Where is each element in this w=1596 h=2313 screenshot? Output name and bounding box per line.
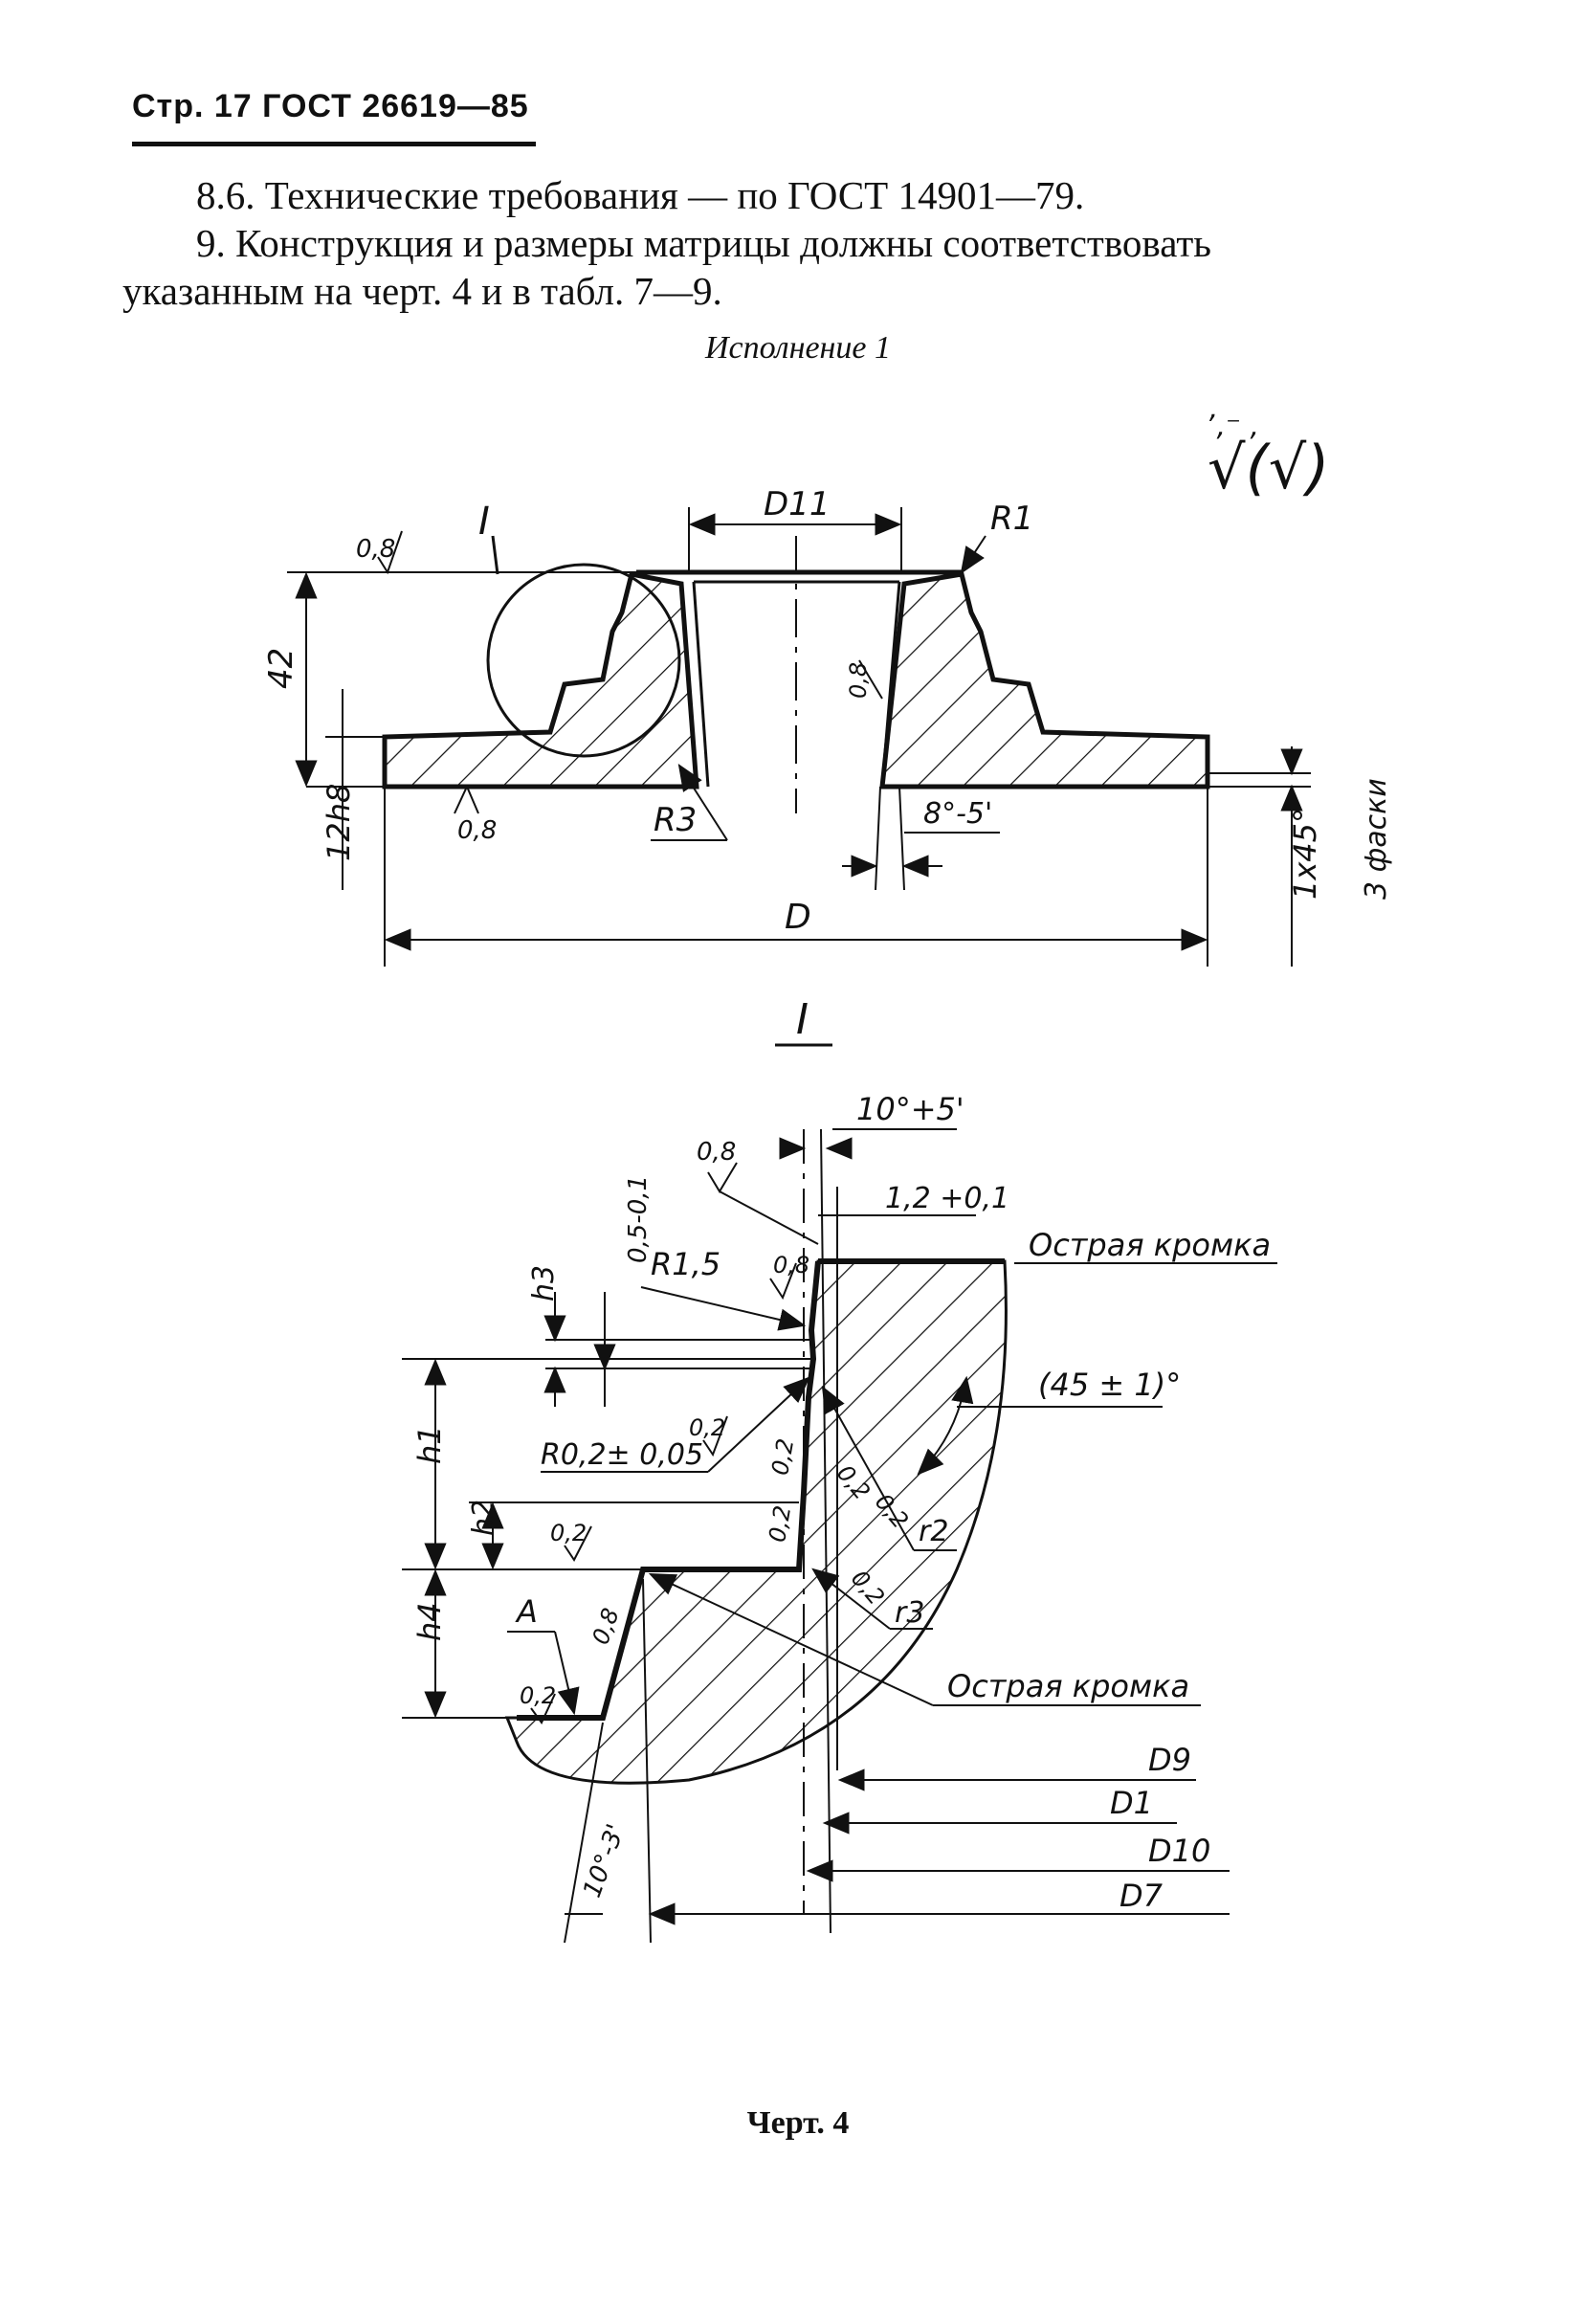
main-section-right (879, 571, 1210, 790)
dim-r3-detail: r3 (895, 1596, 924, 1630)
dim-r02: R0,2± 0,05 (541, 1438, 703, 1472)
dim-tolerance: 0,5-0,1 (624, 1175, 653, 1263)
dim-d9: D9 (1148, 1742, 1191, 1778)
svg-text:ʼ,⁻ ,: ʼ,⁻ , (1208, 410, 1259, 443)
dim-h3: h3 (527, 1265, 561, 1301)
ra-02e: 0,2 (764, 1503, 796, 1544)
dim-d7: D7 (1119, 1878, 1164, 1914)
surface-finish-symbol: √(√) (1208, 433, 1329, 502)
page-header: Стр. 17 ГОСТ 26619—85 (132, 88, 529, 124)
ra-02f: 0,2 (550, 1520, 587, 1546)
dim-r15: R1,5 (651, 1246, 720, 1282)
dim-width: 1,2 +0,1 (885, 1182, 1009, 1215)
main-view: I D11 R1 42 12h8 0,8 0,8 0,8 R3 (262, 485, 1393, 967)
surface-finish-mark: ʼ,⁻ , √(√) (1208, 410, 1329, 502)
figure-subcaption: Исполнение 1 (704, 330, 892, 366)
ra-edge: 0,8 (697, 1138, 736, 1167)
paragraph-9: 9. Конструкция и размеры матрицы должны … (196, 221, 1211, 265)
main-section-left (382, 571, 699, 790)
sharp-edge-top: Острая кромка (1029, 1227, 1271, 1263)
sharp-edge-bottom: Острая кромка (947, 1668, 1189, 1704)
dim-d11: D11 (764, 485, 830, 523)
detail-title: I (796, 995, 809, 1044)
dim-h4: h4 (411, 1602, 448, 1641)
dim-h2: h2 (467, 1500, 500, 1536)
dim-angle-bottom: 10°-3' (578, 1820, 631, 1902)
dim-r3: R3 (654, 801, 697, 839)
dim-angle-top: 10°+5' (856, 1091, 964, 1127)
detail-ref-label: I (478, 500, 490, 544)
dim-chamfer: 1x45° (1287, 808, 1323, 900)
dim-d: D (785, 898, 811, 937)
label-a: A (515, 1593, 538, 1630)
ra-bottom: 0,8 (457, 816, 497, 845)
figure-caption: Черт. 4 (746, 2105, 850, 2141)
dim-r1: R1 (990, 500, 1033, 538)
detail-view: I 10°+5' 0,8 1,2 +0,1 Острая кромка R1,5… (402, 995, 1277, 1944)
dim-r2: r2 (919, 1515, 948, 1548)
paragraph-9-continued: указанным на черт. 4 и в табл. 7—9. (122, 269, 722, 313)
dim-42: 42 (262, 648, 300, 689)
dim-d10: D10 (1148, 1833, 1210, 1869)
ra-02b: 0,2 (766, 1436, 799, 1477)
detail-section (504, 1259, 1008, 1785)
header-underline (132, 142, 536, 146)
ra-bore: 0,8 (845, 662, 872, 699)
dim-chamfer-note: 3 фаски (1360, 778, 1393, 900)
dim-taper: 8°-5' (923, 797, 992, 831)
dim-d1: D1 (1110, 1785, 1153, 1821)
ra-top: 0,8 (356, 535, 395, 564)
paragraph-8-6: 8.6. Технические требования — по ГОСТ 14… (196, 173, 1085, 217)
dim-12h8: 12h8 (321, 784, 357, 861)
dim-angle-45: (45 ± 1)° (1038, 1367, 1181, 1403)
dim-h1: h1 (411, 1425, 448, 1464)
ra-08-detail: 0,8 (587, 1605, 624, 1648)
